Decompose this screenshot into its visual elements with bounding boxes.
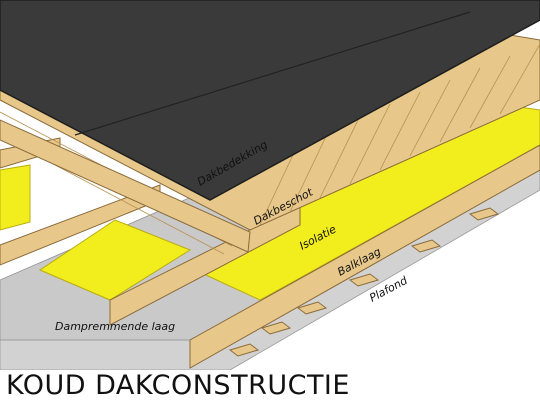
roof-construction-diagram: Dakbedekking Dakbeschot Isolatie Balklaa…	[0, 0, 540, 370]
insulation-left	[0, 164, 31, 231]
ceiling-battens	[228, 207, 500, 357]
label-dampremmende-laag: Dampremmende laag	[55, 320, 175, 333]
insulation-mid	[38, 219, 192, 301]
page-title: KOUD DAKCONSTRUCTIE	[6, 370, 350, 401]
roof-covering-seam	[74, 11, 471, 136]
roof-covering	[0, 0, 540, 201]
roof-boarding-edge	[0, 119, 251, 253]
